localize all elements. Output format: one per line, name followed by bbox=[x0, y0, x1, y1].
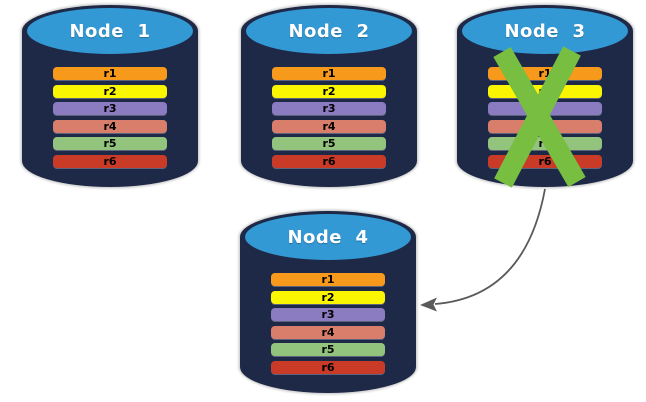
row-label: r4 bbox=[322, 119, 336, 133]
row-label: r3 bbox=[538, 102, 552, 115]
row-label: r6 bbox=[322, 154, 336, 168]
arrow-curve bbox=[434, 188, 546, 305]
row-bar: r3 bbox=[53, 102, 167, 115]
row-label: r1 bbox=[103, 67, 117, 80]
row-bar: r2 bbox=[271, 290, 385, 304]
row-bar: r5 bbox=[271, 343, 385, 356]
row-bar: r1 bbox=[271, 273, 385, 286]
arrow-head-icon bbox=[420, 297, 437, 312]
row-label: r6 bbox=[538, 154, 552, 168]
cylinder-top: Node 4 bbox=[245, 214, 411, 260]
row-label: r5 bbox=[321, 343, 335, 356]
database-node: Node 2 r1 r2 r3 r4 r5 r6 bbox=[241, 5, 417, 187]
row-list: r1 r2 r3 r4 r5 r6 bbox=[271, 273, 385, 374]
row-list: r1 r2 r3 r4 r5 r6 bbox=[272, 67, 386, 168]
row-bar: r6 bbox=[272, 154, 386, 168]
row-label: r1 bbox=[538, 67, 552, 80]
row-list: r1 r2 r3 r4 r5 r6 bbox=[53, 67, 167, 168]
row-label: r2 bbox=[321, 290, 335, 304]
row-label: r2 bbox=[538, 84, 552, 98]
row-label: r4 bbox=[321, 325, 335, 339]
row-label: r4 bbox=[103, 119, 117, 133]
row-bar: r4 bbox=[488, 119, 602, 133]
row-bar: r5 bbox=[272, 137, 386, 150]
row-label: r2 bbox=[322, 84, 336, 98]
row-bar: r4 bbox=[53, 119, 167, 133]
row-bar: r1 bbox=[272, 67, 386, 80]
row-bar: r3 bbox=[271, 308, 385, 321]
row-label: r3 bbox=[103, 102, 117, 115]
row-label: r3 bbox=[321, 308, 335, 321]
row-bar: r1 bbox=[488, 67, 602, 80]
row-label: r6 bbox=[321, 360, 335, 374]
cylinder-top: Node 3 bbox=[462, 8, 628, 54]
row-label: r3 bbox=[322, 102, 336, 115]
node-title: Node 1 bbox=[69, 20, 151, 42]
row-label: r4 bbox=[538, 119, 552, 133]
row-bar: r4 bbox=[271, 325, 385, 339]
row-label: r1 bbox=[321, 273, 335, 286]
node-title: Node 3 bbox=[504, 20, 586, 42]
database-node: Node 1 r1 r2 r3 r4 r5 r6 bbox=[22, 5, 198, 187]
row-bar: r3 bbox=[488, 102, 602, 115]
row-bar: r6 bbox=[53, 154, 167, 168]
row-bar: r1 bbox=[53, 67, 167, 80]
row-bar: r6 bbox=[271, 360, 385, 374]
row-label: r5 bbox=[103, 137, 117, 150]
row-bar: r3 bbox=[272, 102, 386, 115]
row-bar: r6 bbox=[488, 154, 602, 168]
cylinder-top: Node 1 bbox=[27, 8, 193, 54]
database-node: Node 4 r1 r2 r3 r4 r5 r6 bbox=[240, 211, 416, 393]
row-bar: r4 bbox=[272, 119, 386, 133]
row-label: r1 bbox=[322, 67, 336, 80]
row-label: r5 bbox=[538, 137, 552, 150]
row-label: r2 bbox=[103, 84, 117, 98]
row-bar: r2 bbox=[272, 84, 386, 98]
row-bar: r5 bbox=[488, 137, 602, 150]
node-title: Node 4 bbox=[287, 226, 369, 248]
database-node: Node 3 r1 r2 r3 r4 r5 r6 bbox=[457, 5, 633, 188]
row-list: r1 r2 r3 r4 r5 r6 bbox=[488, 67, 602, 168]
cylinder-top: Node 2 bbox=[246, 8, 412, 54]
row-bar: r5 bbox=[53, 137, 167, 150]
row-label: r6 bbox=[103, 154, 117, 168]
row-label: r5 bbox=[322, 137, 336, 150]
node-title: Node 2 bbox=[288, 20, 370, 42]
row-bar: r2 bbox=[53, 84, 167, 98]
row-bar: r2 bbox=[488, 84, 602, 98]
